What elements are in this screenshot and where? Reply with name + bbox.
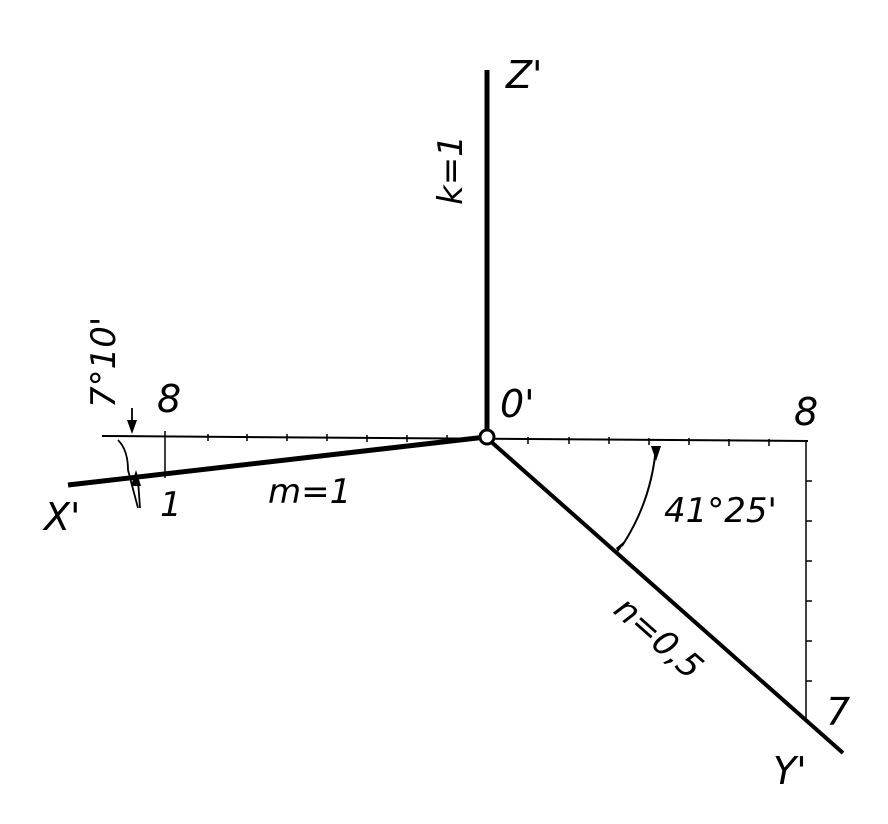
- y-coefficient-label: n=0,5: [606, 589, 710, 688]
- y-angle-arrow-bottom: [616, 538, 628, 552]
- x-angle-arrow-bottom: [131, 470, 141, 486]
- z-coefficient-label: k=1: [431, 135, 471, 205]
- y-angle-label: 41°25': [664, 491, 777, 531]
- x-vertical-units-label: 1: [160, 485, 182, 525]
- x-axis-label: X': [42, 495, 80, 539]
- origin-label: 0': [500, 382, 535, 426]
- x-horizontal-units-label: 8: [157, 377, 181, 421]
- y-angle-arrow-top: [651, 446, 661, 461]
- origin-point: [478, 428, 496, 446]
- x-angle-arrow-top: [127, 420, 137, 434]
- z-axis-label: Z': [505, 53, 542, 97]
- y-vertical-units-label: 7: [826, 690, 850, 734]
- x-coefficient-label: m=1: [268, 472, 351, 512]
- y-axis: [486, 437, 845, 755]
- y-angle-arc: [621, 445, 657, 547]
- reference-ticks: [207, 434, 770, 446]
- x-angle-label: 7°10': [84, 317, 124, 408]
- y-axis-label: Y': [773, 749, 807, 793]
- y-horizontal-units-label: 8: [794, 390, 818, 434]
- y-construction-ticks: [806, 480, 812, 682]
